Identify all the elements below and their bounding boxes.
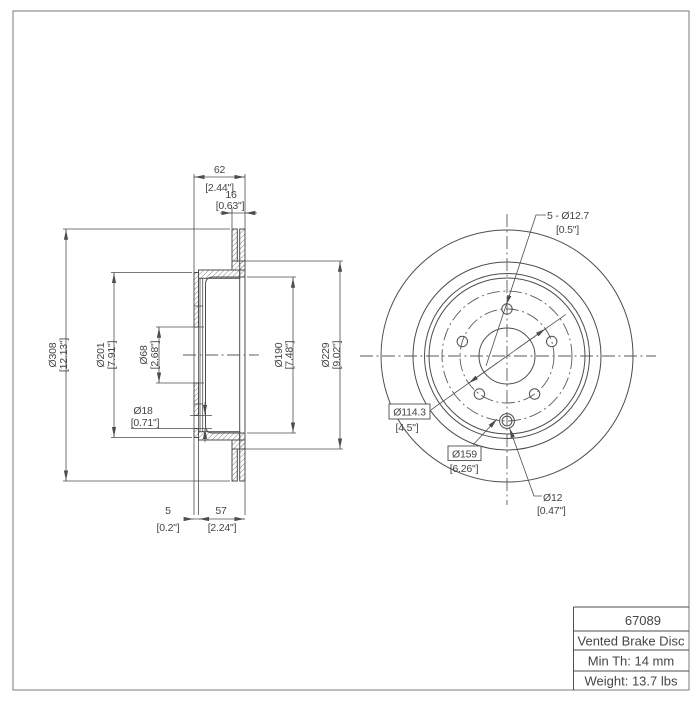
bolt-hole xyxy=(528,388,541,400)
dim-screw-boss-mm: Ø18 xyxy=(133,405,153,417)
bolt-hole xyxy=(456,335,468,348)
dim-hat-depth-in: [2.24"] xyxy=(208,522,237,534)
label-bolt-circle-in: [4.5"] xyxy=(396,422,419,434)
set-screw-circle xyxy=(441,290,573,422)
set-screw-circle-label-box xyxy=(447,445,482,461)
outer-edge-circle xyxy=(380,229,634,483)
label-set-screw-circle-in: [6.26"] xyxy=(450,463,479,475)
dim-flange-thickness-in: [0.2"] xyxy=(157,522,180,534)
extension-lines xyxy=(63,174,343,515)
label-bolt-circle-mm: Ø114.3 xyxy=(393,407,426,419)
spec-table: 67089 Vented Brake Disc Min Th: 14 mm We… xyxy=(573,606,689,690)
label-set-screw-in: [0.47"] xyxy=(537,505,566,517)
dim-center-bore-in: [2.68"] xyxy=(149,340,161,369)
weight: Weight: 13.7 lbs xyxy=(585,674,678,689)
dim-inner-diameter-in: [7.48"] xyxy=(284,340,296,369)
dim-inner-diameter-mm: Ø190 xyxy=(273,342,285,367)
min-thickness: Min Th: 14 mm xyxy=(588,654,674,669)
dim-flange-thickness-mm: 5 xyxy=(165,505,171,517)
bolt-circle-label-box xyxy=(388,403,431,420)
dim-width-total-mm: 62 xyxy=(214,164,226,176)
dim-outer-diameter-in: [12.13"] xyxy=(58,338,70,373)
label-bolt-holes-in: [0.5"] xyxy=(556,224,579,236)
label-bolt-holes-mm: 5 - Ø12.7 xyxy=(547,210,589,222)
label-set-screw-mm: Ø12 xyxy=(543,492,563,504)
front-leaders xyxy=(430,214,567,497)
dim-step-diameter-in: [9.02"] xyxy=(331,340,343,369)
product-description: Vented Brake Disc xyxy=(578,634,685,649)
front-view: 5 - Ø12.7 [0.5"] Ø114.3 [4.5"] Ø159 [6.2… xyxy=(360,210,656,517)
dimension-arrows xyxy=(63,174,343,522)
dim-hat-diameter-in: [7.91"] xyxy=(106,340,118,369)
dim-hat-depth-mm: 57 xyxy=(215,505,227,517)
rotor-cross-section xyxy=(193,228,246,482)
dim-disc-thickness-mm: 16 xyxy=(225,189,237,201)
bolt-circle xyxy=(459,308,555,404)
spec-table-grid xyxy=(573,606,689,690)
dim-outer-diameter-mm: Ø308 xyxy=(47,342,59,367)
dim-center-bore-mm: Ø68 xyxy=(138,345,150,365)
page-border xyxy=(12,10,690,691)
label-set-screw-circle-mm: Ø159 xyxy=(452,449,477,461)
bolt-hole xyxy=(546,335,558,348)
set-screw-hole xyxy=(499,413,515,429)
dim-width-total-in: [2.44"] xyxy=(205,182,234,194)
braking-band-circle xyxy=(412,261,602,451)
hat-bowl-interior xyxy=(205,276,241,434)
dim-hat-diameter-mm: Ø201 xyxy=(95,342,107,367)
dim-disc-thickness-in: [0.63"] xyxy=(216,200,245,212)
dim-step-diameter-mm: Ø229 xyxy=(320,342,332,367)
hub-bore-circle xyxy=(478,327,536,385)
bolt-hole xyxy=(473,388,486,400)
hat-outer-circle xyxy=(424,273,590,439)
hat-inner-circle xyxy=(428,277,586,435)
bolt-holes xyxy=(456,303,558,400)
section-view: 62 [2.44"] 16 [0.63"] 5 [0.2"] 57 [2.24"… xyxy=(47,164,343,534)
dim-screw-boss-in: [0.71"] xyxy=(131,417,160,429)
part-number: 67089 xyxy=(625,613,661,628)
